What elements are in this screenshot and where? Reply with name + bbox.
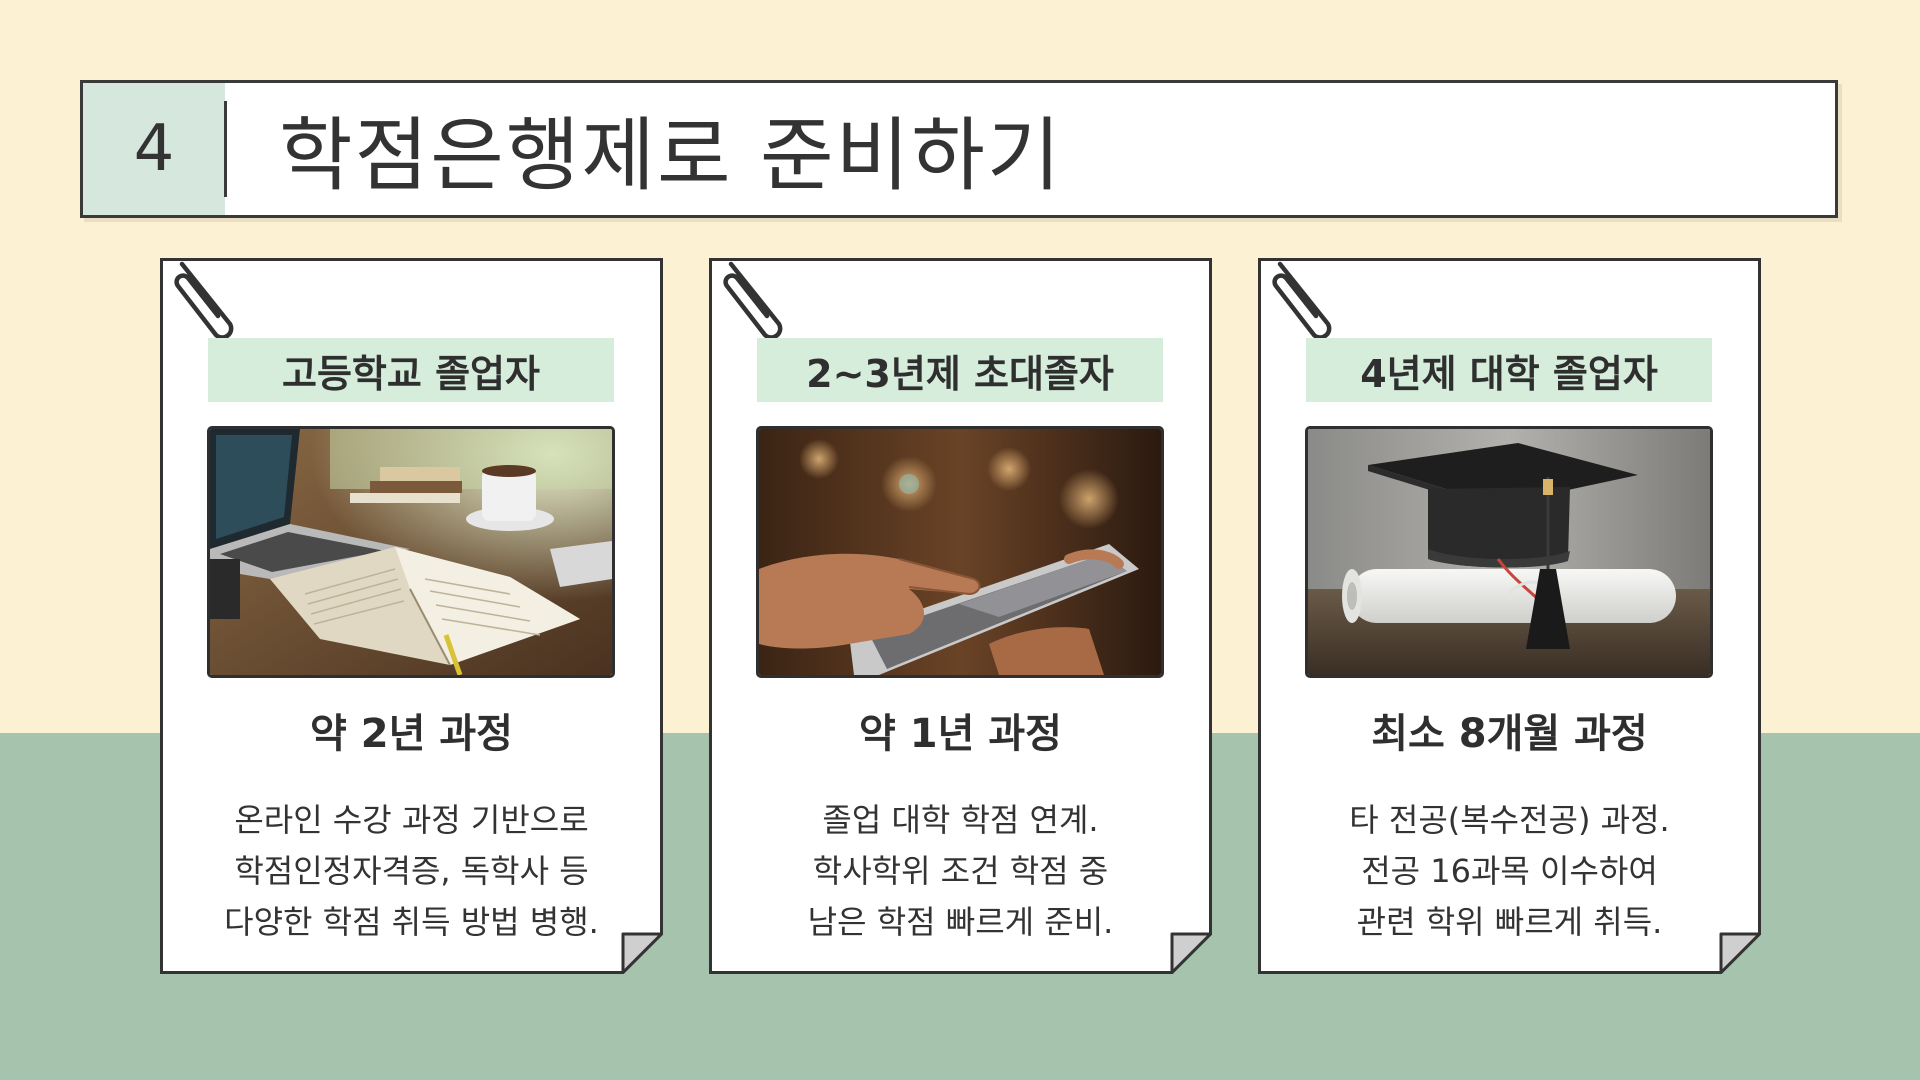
paperclip-icon [1272, 261, 1332, 340]
card-description: 졸업 대학 학점 연계. 학사학위 조건 학점 중 남은 학점 빠르게 준비. [719, 795, 1202, 948]
card-heading: 약 2년 과정 [310, 711, 513, 757]
description-line: 타 전공(복수전공) 과정. [1349, 801, 1670, 839]
card-label: 고등학교 졸업자 [208, 338, 614, 402]
description-line: 다양한 학점 취득 방법 병행. [224, 903, 599, 941]
description-line: 남은 학점 빠르게 준비. [807, 903, 1114, 941]
card-university: 4년제 대학 졸업자 [1258, 258, 1761, 974]
card-label: 4년제 대학 졸업자 [1306, 338, 1712, 402]
section-number-box [83, 83, 225, 215]
title-divider [224, 101, 227, 197]
section-number: 4 [133, 112, 175, 186]
laptop-book-photo [207, 426, 615, 678]
title-bar: 4 학점은행제로 준비하기 [80, 80, 1838, 218]
description-line: 학점인정자격증, 독학사 등 [234, 852, 589, 890]
card-junior-college: 2~3년제 초대졸자 약 1년 과정 [709, 258, 1212, 974]
tablet-hand-photo [756, 426, 1164, 678]
card-high-school: 고등학교 졸업자 [160, 258, 663, 974]
card-heading: 최소 8개월 과정 [1371, 711, 1648, 757]
description-line: 전공 16과목 이수하여 [1361, 852, 1658, 890]
description-line: 학사학위 조건 학점 중 [812, 852, 1109, 890]
card-heading: 약 1년 과정 [859, 711, 1062, 757]
description-line: 졸업 대학 학점 연계. [822, 801, 1099, 839]
description-line: 온라인 수강 과정 기반으로 [234, 801, 589, 839]
card-description: 온라인 수강 과정 기반으로 학점인정자격증, 독학사 등 다양한 학점 취득 … [170, 795, 653, 948]
description-line: 관련 학위 빠르게 취득. [1356, 903, 1663, 941]
paperclip-icon [174, 261, 234, 340]
paperclip-icon [723, 261, 783, 340]
card-description: 타 전공(복수전공) 과정. 전공 16과목 이수하여 관련 학위 빠르게 취득… [1268, 795, 1751, 948]
card-label: 2~3년제 초대졸자 [757, 338, 1163, 402]
page-title: 학점은행제로 준비하기 [279, 109, 1063, 202]
graduation-cap-photo [1305, 426, 1713, 678]
